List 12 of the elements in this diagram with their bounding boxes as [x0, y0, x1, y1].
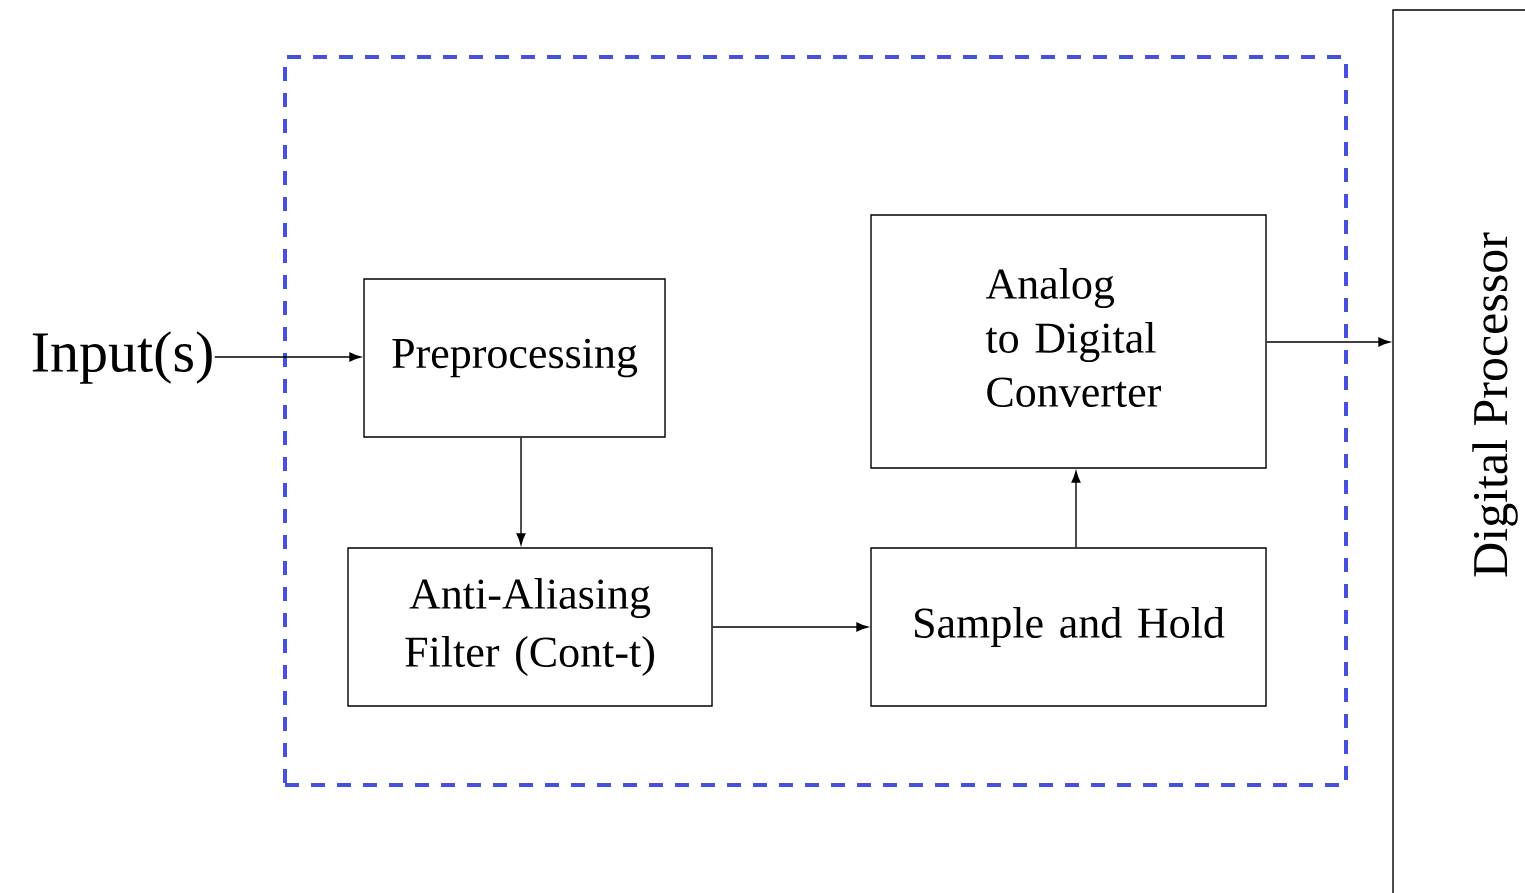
processor-box: Digital Processor — [1392, 9, 1525, 893]
process-box: Sample and Hold — [870, 547, 1267, 707]
dashed-boundary-box — [283, 55, 1348, 787]
arrow — [1266, 337, 1390, 347]
input-label: Input(s) — [32, 331, 212, 384]
arrow — [1071, 471, 1081, 548]
process-box: Anti-Aliasing Filter (Cont-t) — [347, 547, 713, 707]
process-box: Analog to Digital Converter — [870, 214, 1267, 469]
process-box: Preprocessing — [363, 278, 666, 438]
arrow — [516, 437, 526, 545]
arrow — [214, 352, 361, 362]
arrow — [712, 622, 868, 632]
